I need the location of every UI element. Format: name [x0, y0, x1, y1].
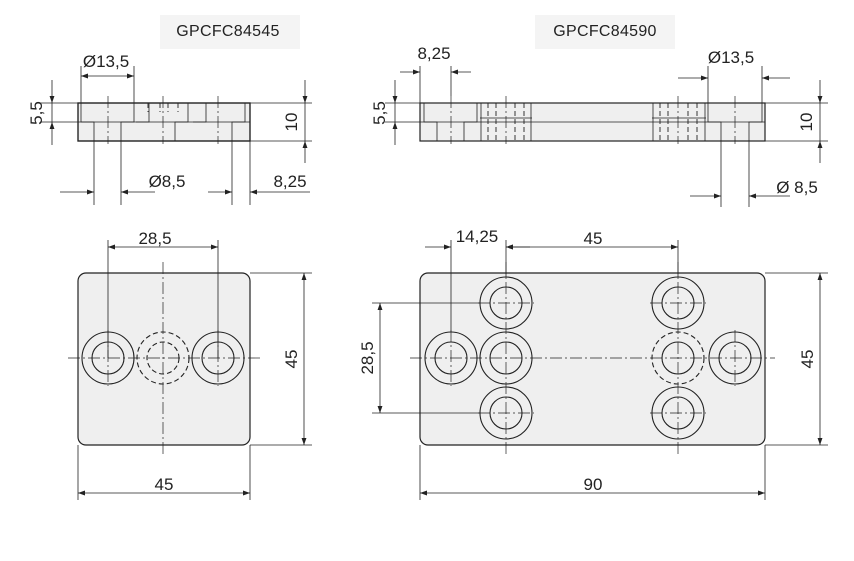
dim-pitch-left: 28,5 [138, 229, 171, 248]
dim-height-left: 45 [282, 350, 301, 369]
hole-right-8 [708, 331, 762, 385]
dim-vertical-pitch-right: 28,5 [358, 341, 377, 374]
dim-width-left: 45 [155, 475, 174, 494]
side-view-left: Ø13,5 5,5 10 Ø8,5 8,25 [27, 52, 312, 205]
dim-step-height-right: 5,5 [370, 101, 389, 125]
hole-left-2 [136, 331, 190, 385]
part-gpcfc84590: GPCFC84590 [358, 15, 828, 500]
hole-right-6 [651, 331, 705, 385]
part-title-left: GPCFC84545 [176, 23, 280, 40]
part-title-right: GPCFC84590 [553, 23, 657, 40]
dim-width-right: 90 [584, 475, 603, 494]
title-box-left [160, 15, 300, 49]
dim-height-right: 45 [798, 350, 817, 369]
dim-step-height-left: 5,5 [27, 101, 46, 125]
dim-thickness-right: 10 [797, 113, 816, 132]
dim-counterbore-right: Ø13,5 [708, 48, 754, 67]
dim-edge-offset-left: 8,25 [273, 172, 306, 191]
side-view-right: 8,25 Ø13,5 5,5 10 Ø 8,5 [370, 44, 828, 207]
dim-thickness-left: 10 [282, 113, 301, 132]
dim-counterbore-left: Ø13,5 [83, 52, 129, 71]
dim-hole-left: Ø8,5 [149, 172, 186, 191]
title-box-right [535, 15, 675, 49]
dim-pitch-right: 45 [584, 229, 603, 248]
plan-view-right: 14,25 45 28,5 45 90 [358, 227, 828, 500]
part-gpcfc84545: GPCFC84545 [27, 15, 312, 500]
dim-hole-right: Ø 8,5 [776, 178, 818, 197]
plan-view-left: 28,5 45 45 [68, 229, 312, 500]
dim-offset-right: 14,25 [456, 227, 499, 246]
hole-right-3 [479, 331, 533, 385]
dim-edge-offset-right: 8,25 [417, 44, 450, 63]
hole-right-7 [651, 386, 705, 440]
